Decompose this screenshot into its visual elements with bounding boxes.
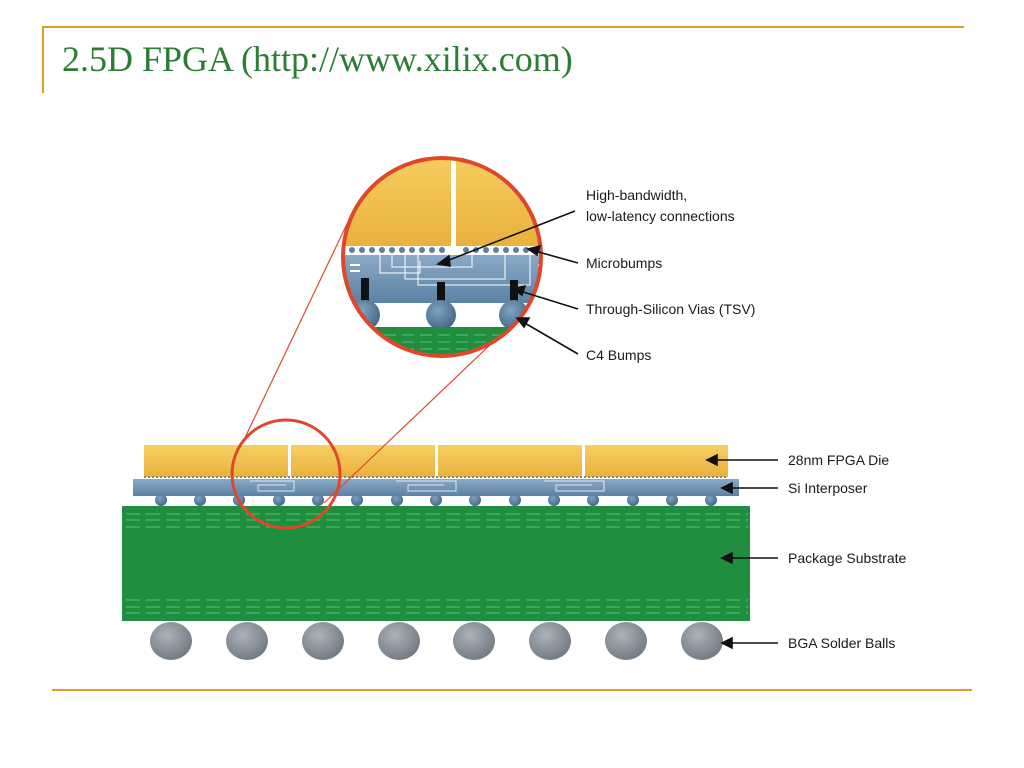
c4-arrow: [522, 321, 579, 355]
label-tsv: Through-Silicon Vias (TSV): [586, 301, 755, 317]
bga-ball: [150, 622, 192, 660]
package-substrate: [122, 506, 750, 621]
label-connections-line2: low-latency connections: [586, 208, 735, 224]
bottom-rule: [52, 689, 972, 691]
label-microbumps: Microbumps: [586, 255, 662, 271]
fpga-die-slice: [144, 445, 288, 477]
bga-ball: [605, 622, 647, 660]
microbumps-arrow: [534, 250, 579, 264]
zoom-connector-left: [240, 204, 357, 447]
label-connections-line1: High-bandwidth,: [586, 187, 687, 203]
tsv-arrow: [519, 290, 579, 310]
highlight-ring: [230, 418, 342, 530]
si-interposer: [133, 479, 739, 496]
label-package-substrate: Package Substrate: [788, 550, 907, 566]
bga-ball: [302, 622, 344, 660]
label-si-interposer: Si Interposer: [788, 480, 868, 496]
title-top-rule: [42, 26, 964, 28]
title-left-rule: [42, 27, 44, 93]
bga-ball: [226, 622, 268, 660]
zoom-connector-right: [323, 323, 513, 504]
label-bga-solder-balls: BGA Solder Balls: [788, 635, 895, 651]
bga-ball: [529, 622, 571, 660]
connections-arrow: [443, 210, 576, 263]
label-fpga-die: 28nm FPGA Die: [788, 452, 889, 468]
fpga-die-slice: [291, 445, 435, 477]
slide-title: 2.5D FPGA (http://www.xilix.com): [62, 39, 573, 79]
fpga-die-row: [144, 445, 728, 478]
fpga-die-slice: [438, 445, 582, 477]
bga-solder-balls: [150, 622, 723, 660]
bga-ball: [378, 622, 420, 660]
bga-ball: [681, 622, 723, 660]
label-c4-bumps: C4 Bumps: [586, 347, 651, 363]
fpga-die-slice: [585, 445, 728, 477]
bga-ball: [453, 622, 495, 660]
